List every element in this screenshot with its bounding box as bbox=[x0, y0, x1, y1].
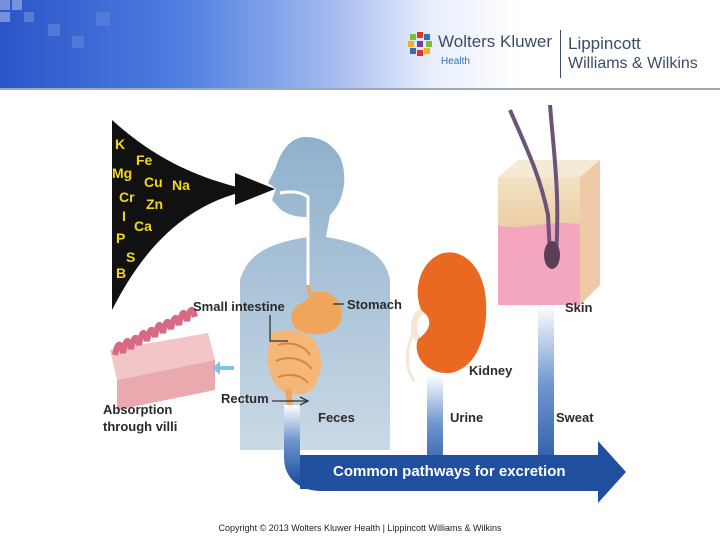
element-k: K bbox=[115, 136, 126, 152]
villi-icon bbox=[110, 307, 234, 410]
logo-separator bbox=[560, 30, 561, 78]
label-urine: Urine bbox=[450, 410, 484, 425]
header-mosaic-decoration bbox=[0, 0, 160, 90]
label-rectum: Rectum bbox=[221, 391, 269, 406]
diagram-artwork bbox=[110, 105, 626, 503]
label-stomach: Stomach bbox=[347, 297, 402, 312]
header-divider bbox=[0, 88, 720, 90]
label-absorption: Absorption bbox=[103, 402, 173, 417]
mineral-intake-wedge-icon bbox=[112, 120, 275, 310]
excretion-banner: Common pathways for excretion bbox=[333, 463, 566, 480]
header-banner bbox=[0, 0, 720, 90]
copyright-footer: Copyright © 2013 Wolters Kluwer Health |… bbox=[218, 523, 502, 533]
element-mg: Mg bbox=[112, 165, 133, 181]
excretion-diagram: K Fe Mg Cu Na Cr Zn I Ca P S B Small int… bbox=[100, 105, 630, 510]
publisher-logo: Wolters Kluwer Health Lippincott William… bbox=[407, 28, 720, 80]
label-skin: Skin bbox=[565, 300, 593, 315]
brand-primary: Wolters Kluwer bbox=[438, 32, 552, 51]
wolters-kluwer-logo-icon bbox=[408, 32, 432, 56]
element-na: Na bbox=[172, 177, 190, 193]
brand-sub: Health bbox=[441, 56, 470, 67]
element-ca: Ca bbox=[134, 218, 152, 234]
excretion-pathway-arrows bbox=[284, 305, 626, 503]
element-p: P bbox=[116, 230, 126, 246]
kidney-icon bbox=[406, 252, 487, 382]
brand-secondary-line1: Lippincott bbox=[568, 34, 641, 53]
label-sweat: Sweat bbox=[556, 410, 594, 425]
element-cr: Cr bbox=[119, 189, 135, 205]
label-small-intestine: Small intestine bbox=[193, 299, 285, 314]
element-zn: Zn bbox=[146, 196, 164, 212]
brand-secondary-line2: Williams & Wilkins bbox=[568, 55, 698, 72]
label-leader-lines bbox=[269, 303, 344, 406]
skin-section-icon bbox=[498, 105, 600, 305]
element-b: B bbox=[116, 265, 127, 281]
element-s: S bbox=[126, 249, 136, 265]
element-cu: Cu bbox=[144, 174, 163, 190]
label-kidney: Kidney bbox=[469, 363, 513, 378]
element-i: I bbox=[122, 208, 126, 224]
label-through-villi: through villi bbox=[103, 419, 178, 434]
label-feces: Feces bbox=[318, 410, 355, 425]
digestive-organs-icon bbox=[267, 284, 342, 406]
element-fe: Fe bbox=[136, 152, 153, 168]
